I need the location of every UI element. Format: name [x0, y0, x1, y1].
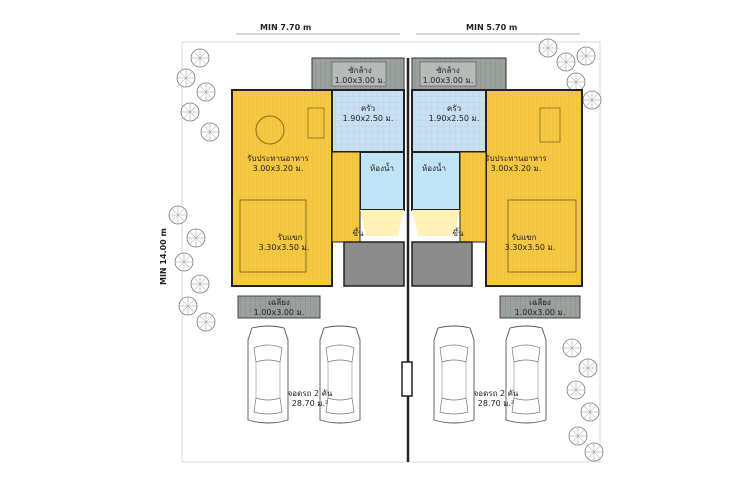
right-living-size: 3.30x3.50 ม. — [505, 243, 556, 252]
left-dining-name: รับประทานอาหาร — [247, 154, 309, 163]
left-laundry-size: 1.00x3.00 ม. — [335, 76, 386, 85]
right-terrace-size: 1.00x3.00 ม. — [515, 308, 566, 317]
left-terrace — [237, 295, 321, 319]
right-unit — [411, 57, 583, 319]
left-bathroom — [359, 151, 405, 211]
gate-post — [401, 361, 413, 397]
dim-top-left: MIN 7.70 m — [260, 23, 311, 32]
right-terrace — [499, 295, 581, 319]
dim-top-right: MIN 5.70 m — [466, 23, 517, 32]
parking-cars — [247, 325, 547, 424]
right-laundry-size: 1.00x3.00 ม. — [423, 76, 474, 85]
left-dining-size: 3.00x3.20 ม. — [253, 164, 304, 173]
left-laundry-inner — [331, 61, 387, 87]
left-stairs-name: ขึ้น — [353, 227, 364, 238]
left-laundry-name: ซักล้าง — [348, 66, 372, 75]
left-bath-name: ห้องน้ำ — [370, 162, 394, 173]
right-hall — [459, 151, 487, 243]
left-parking-size: 28.70 ม.² — [292, 399, 328, 408]
left-parking-name: จอดรถ 2 คัน — [288, 389, 333, 398]
right-stair-light — [412, 210, 460, 236]
right-kitchen-name: ครัว — [447, 104, 461, 113]
right-dining-floor — [485, 89, 583, 287]
left-terrace-size: 1.00x3.00 ม. — [254, 308, 305, 317]
left-stairs — [343, 241, 405, 287]
right-bathroom — [411, 151, 461, 211]
left-living-rug — [239, 199, 307, 273]
right-parking-size: 28.70 ม.² — [478, 399, 514, 408]
left-unit — [231, 57, 405, 319]
left-stair-light — [360, 210, 404, 236]
left-dining-table — [255, 115, 285, 145]
right-bath-name: ห้องน้ำ — [422, 162, 446, 173]
right-parking-name: จอดรถ 2 คัน — [474, 389, 519, 398]
left-hall — [331, 151, 361, 243]
dim-side: MIN 14.00 m — [159, 228, 168, 285]
right-dining-size: 3.00x3.20 ม. — [491, 164, 542, 173]
site-boundary — [181, 41, 601, 463]
right-kitchen-size: 1.90x2.50 ม. — [429, 114, 480, 123]
right-terrace-name: เฉลียง — [529, 298, 551, 307]
left-kitchen-size: 1.90x2.50 ม. — [343, 114, 394, 123]
right-laundry-inner — [419, 61, 477, 87]
right-stairs — [411, 241, 473, 287]
left-living-name: รับแขก — [278, 233, 303, 242]
right-living-rug — [507, 199, 577, 273]
right-stairs-name: ขึ้น — [453, 227, 464, 238]
right-living-name: รับแขก — [512, 233, 537, 242]
right-dining-name: รับประทานอาหาร — [485, 154, 547, 163]
left-kitchen-name: ครัว — [361, 104, 375, 113]
left-dining-floor — [231, 89, 333, 287]
left-terrace-name: เฉลียง — [268, 298, 290, 307]
left-kitchen — [331, 89, 405, 153]
left-living-size: 3.30x3.50 ม. — [259, 243, 310, 252]
right-laundry-name: ซักล้าง — [436, 66, 460, 75]
